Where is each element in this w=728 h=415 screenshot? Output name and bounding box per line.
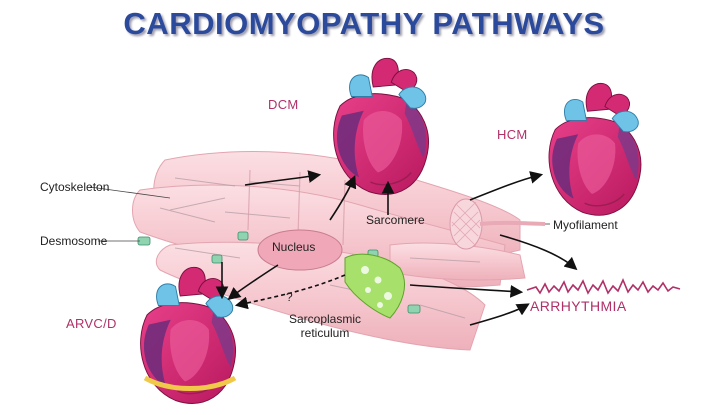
pathway-arrows — [215, 170, 578, 326]
label-arrhythmia: ARRHYTHMIA — [530, 298, 627, 314]
sarcoplasmic-reticulum-shape — [344, 253, 405, 319]
nucleus-shape — [257, 229, 343, 271]
heart-dcm-icon — [332, 57, 430, 196]
label-dcm: DCM — [268, 97, 299, 112]
label-myofilament: Myofilament — [553, 218, 618, 232]
arrhythmia-trace — [526, 277, 681, 295]
heart-hcm-icon — [548, 82, 642, 216]
label-sarcomere: Sarcomere — [366, 213, 425, 227]
label-arvcd: ARVC/D — [66, 316, 117, 331]
label-sr-line2: reticulum — [300, 326, 350, 340]
label-sr-line1: Sarcoplasmic — [288, 312, 362, 326]
label-leaders — [89, 186, 550, 242]
label-hcm: HCM — [497, 127, 528, 142]
page-title: CARDIOMYOPATHY PATHWAYS — [123, 6, 605, 41]
label-sarcoplasmic-reticulum: Sarcoplasmic reticulum — [282, 312, 368, 340]
heart-arvcd-icon — [139, 266, 237, 405]
label-cytoskeleton: Cytoskeleton — [40, 180, 110, 194]
label-question-mark: ? — [286, 290, 293, 304]
label-desmosome: Desmosome — [40, 234, 108, 248]
label-nucleus: Nucleus — [272, 240, 316, 254]
myocyte-cell — [132, 151, 546, 351]
